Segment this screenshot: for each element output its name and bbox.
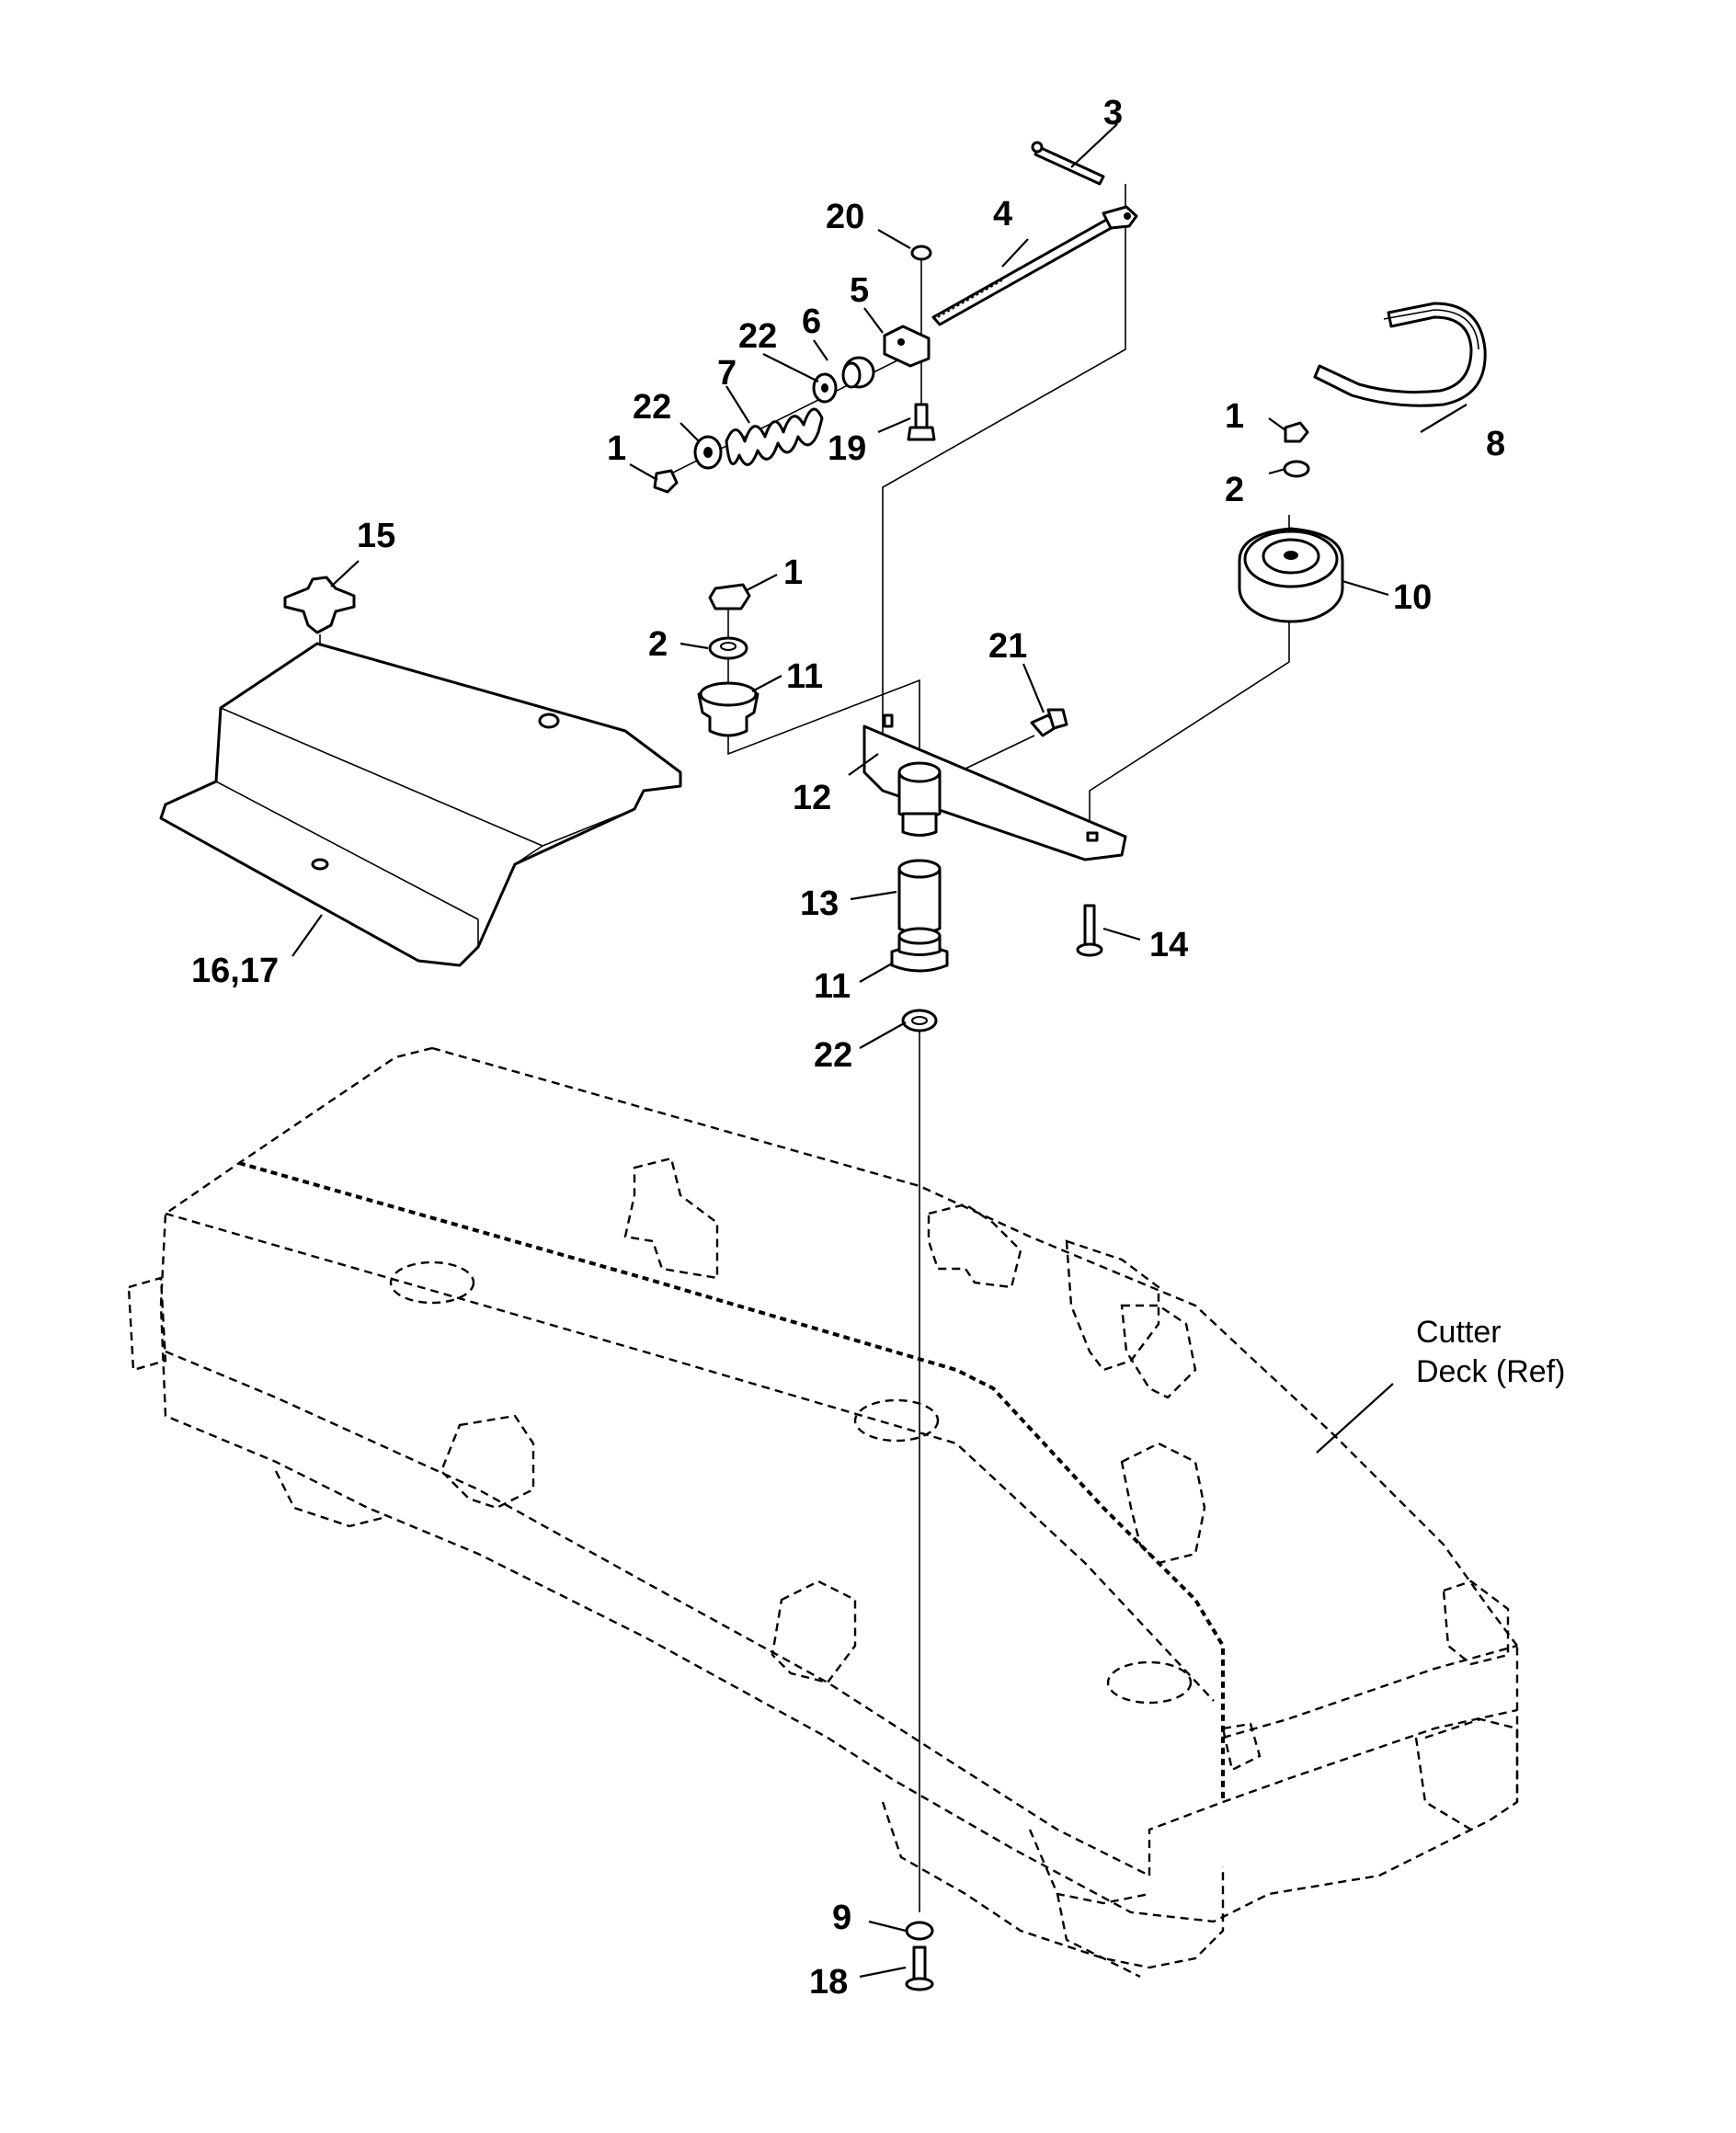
callout-6: 6 [802,302,821,341]
nut-1-center [708,583,751,610]
spacer-13 [897,859,942,935]
callout-1-right: 1 [1225,397,1244,436]
callout-21: 21 [988,627,1027,666]
callout-3: 3 [1103,94,1123,132]
callout-1-center: 1 [783,553,803,592]
spring-7 [725,407,824,466]
callout-9: 9 [832,1899,851,1937]
callout-2-center: 2 [648,625,668,664]
callout-8: 8 [1486,425,1505,463]
bushing-6 [841,356,875,389]
callout-labels: 3 4 20 5 6 22 7 22 1 19 8 1 2 10 15 1 2 … [191,94,1565,2002]
callout-22-bottom: 22 [814,1036,852,1075]
bushing-11-upper [697,681,760,737]
nut-1-left [653,469,679,494]
washer-2-right [1283,460,1310,478]
callout-7: 7 [717,354,737,393]
washer-2-center [708,636,748,660]
washer-22-upper [812,372,838,404]
bushing-11-lower [890,927,949,973]
callout-16-17: 16,17 [191,952,279,990]
knob-15 [283,576,356,634]
callout-14: 14 [1149,926,1188,964]
callout-2-right: 2 [1225,471,1244,509]
callout-19: 19 [828,429,866,468]
nut-1-right [1284,421,1309,443]
bolt-19 [907,403,936,441]
idler-arm-12 [862,713,1127,861]
washer-22-bottom [901,1009,938,1032]
belt-8 [1313,302,1487,407]
cutter-deck-outline [127,1046,1519,1979]
callout-10: 10 [1393,578,1432,617]
cutter-deck-label-line2: Deck (Ref) [1416,1354,1565,1389]
callout-18: 18 [809,1963,848,2002]
callout-15: 15 [357,517,395,555]
callout-22-upper: 22 [738,317,777,356]
callout-12: 12 [793,779,831,817]
bolt-14 [1076,904,1103,957]
callout-4: 4 [993,195,1012,234]
rod-4 [931,205,1138,326]
bolt-18 [905,1945,934,1991]
leader-lines [291,123,1468,1979]
callout-22-lower: 22 [633,388,671,427]
bracket-5 [883,325,931,368]
nut-20 [910,245,932,261]
cover-16-17 [159,642,682,967]
pin-3 [1031,141,1105,186]
callout-20: 20 [826,198,864,236]
washer-9 [905,1921,934,1941]
callout-11-upper: 11 [786,657,823,696]
callout-13: 13 [800,884,839,923]
callout-5: 5 [850,271,869,310]
cutter-deck-label-line1: Cutter [1416,1315,1502,1350]
callout-1-left: 1 [607,429,626,468]
pulley-10 [1238,527,1344,623]
callout-11-lower: 11 [814,967,851,1006]
washer-22-lower [693,435,723,470]
grease-fitting-21 [1030,708,1068,737]
